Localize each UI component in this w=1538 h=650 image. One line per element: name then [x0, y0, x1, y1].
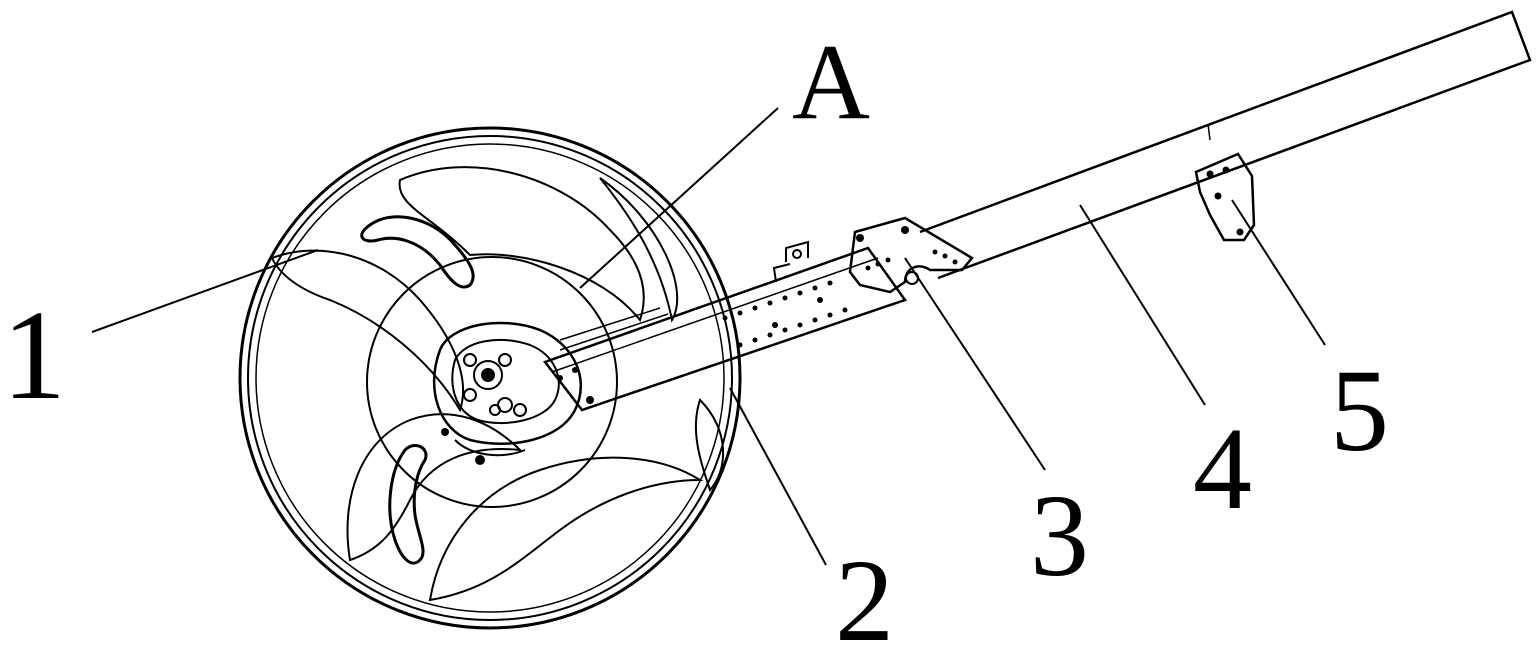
leader-line-2 [730, 388, 826, 565]
wheel-hub-disc [367, 257, 617, 507]
callout-5: 5 [1330, 345, 1389, 476]
wheel-spoke [400, 167, 644, 320]
callout-2: 2 [835, 535, 894, 650]
callout-3: 3 [1030, 470, 1089, 601]
hinge-plate [850, 218, 972, 292]
leader-line-1 [92, 250, 318, 332]
leader-line-4 [1080, 205, 1205, 405]
leader-line-3 [905, 258, 1045, 470]
callout-1: 1 [2, 284, 66, 426]
wheel-spoke [430, 458, 700, 600]
callout-4: 4 [1193, 403, 1252, 534]
wheel-spoke [348, 414, 521, 560]
leader-line-A [580, 108, 778, 288]
wheel [240, 128, 740, 628]
wheel-spoke [696, 400, 723, 490]
callout-A: A [792, 23, 870, 142]
grip-bracket [1196, 154, 1254, 240]
leader-line-5 [1232, 200, 1325, 345]
handle-tube [920, 12, 1530, 278]
wheel-slot [362, 217, 473, 287]
hub-assembly [434, 323, 581, 465]
